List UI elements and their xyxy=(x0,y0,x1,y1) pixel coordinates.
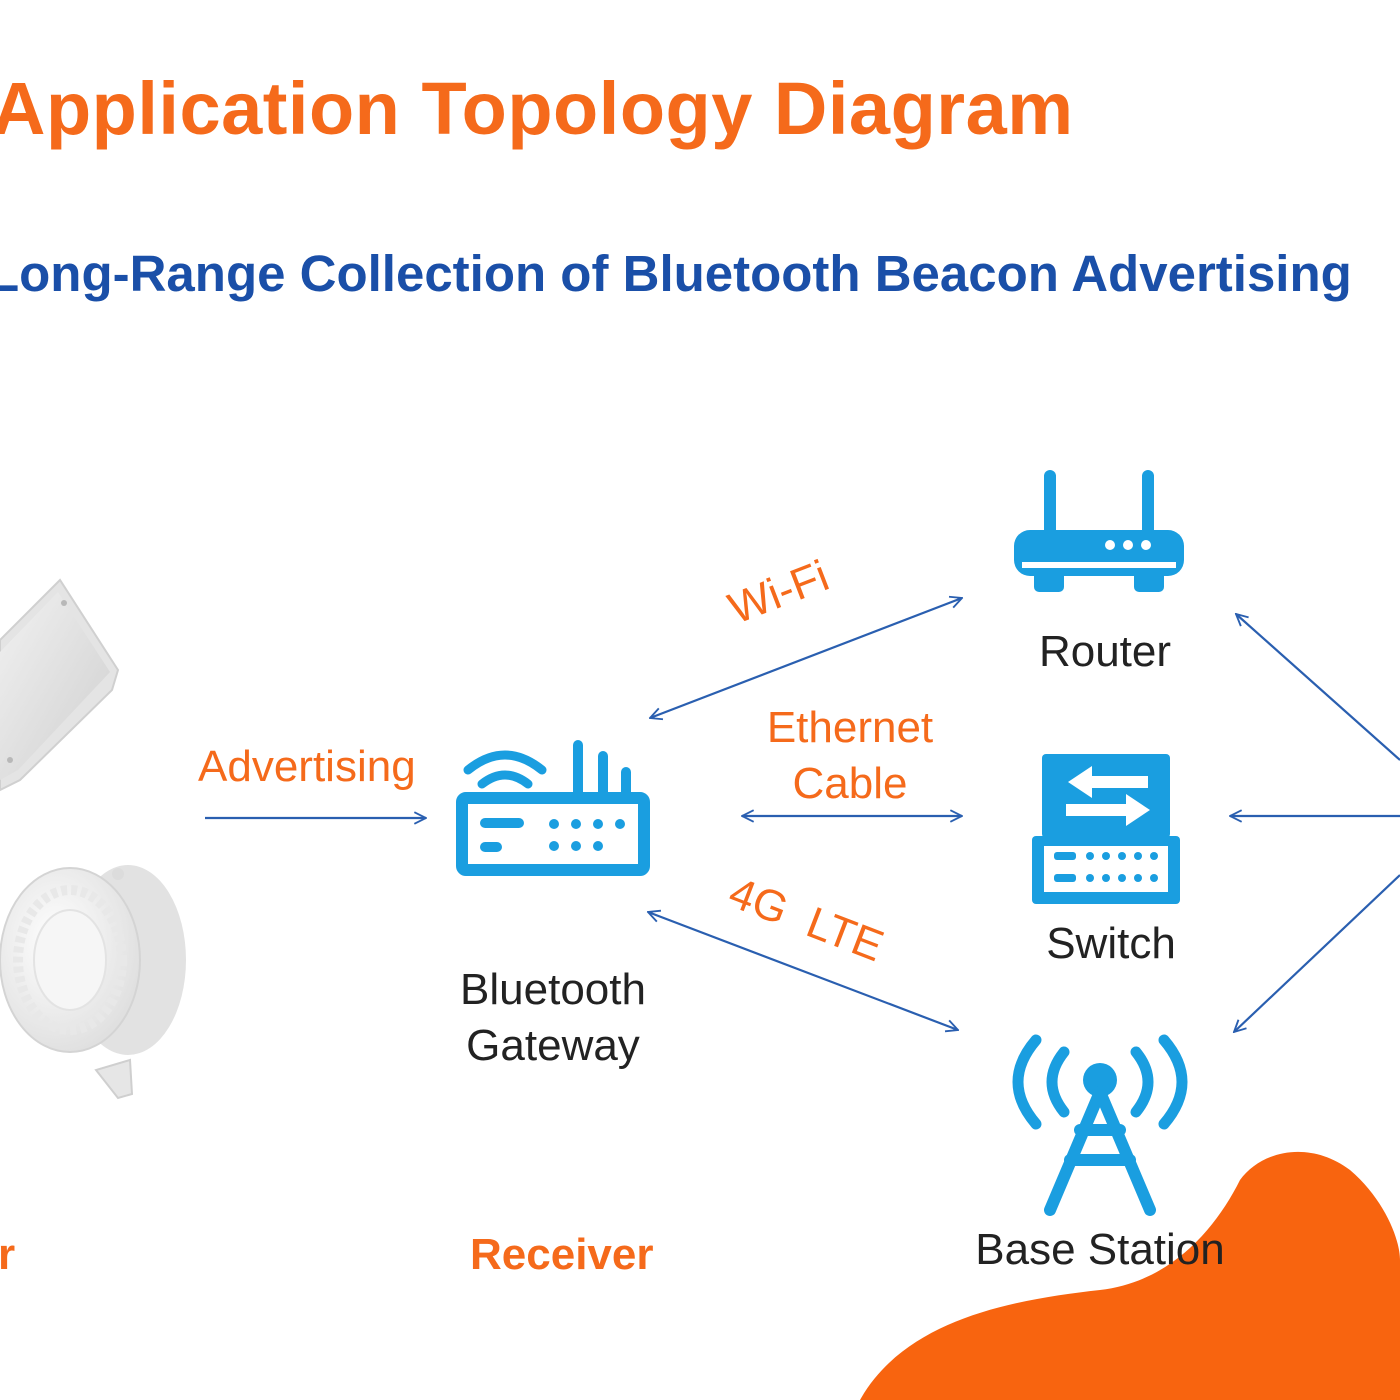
page-subtitle: Long-Range Collection of Bluetooth Beaco… xyxy=(0,245,1352,302)
base-station-label: Base Station xyxy=(975,1225,1225,1274)
page-title: Application Topology Diagram xyxy=(0,67,1074,150)
gateway-label-line2: Gateway xyxy=(466,1021,640,1070)
switch-label: Switch xyxy=(1046,919,1176,968)
wifi-arrow xyxy=(650,598,962,718)
ethernet-label-line1: Ethernet xyxy=(766,703,934,752)
gateway-label-line1: Bluetooth xyxy=(460,965,646,1014)
ethernet-label-line2: Cable xyxy=(792,759,908,808)
base-station-uplink-arrow xyxy=(1234,874,1400,1032)
round-beacon-image xyxy=(0,865,186,1100)
advertising-label: Advertising xyxy=(198,742,416,791)
router-label: Router xyxy=(1038,627,1172,676)
square-beacon-image xyxy=(0,578,120,792)
ethernet-label: Ethernet Cable xyxy=(760,700,940,812)
lte-arrow xyxy=(648,912,958,1030)
receiver-label: Receiver xyxy=(470,1230,654,1279)
sender-partial-label: r xyxy=(0,1230,16,1279)
gateway-label: Bluetooth Gateway xyxy=(440,962,666,1074)
router-uplink-arrow xyxy=(1236,614,1400,761)
